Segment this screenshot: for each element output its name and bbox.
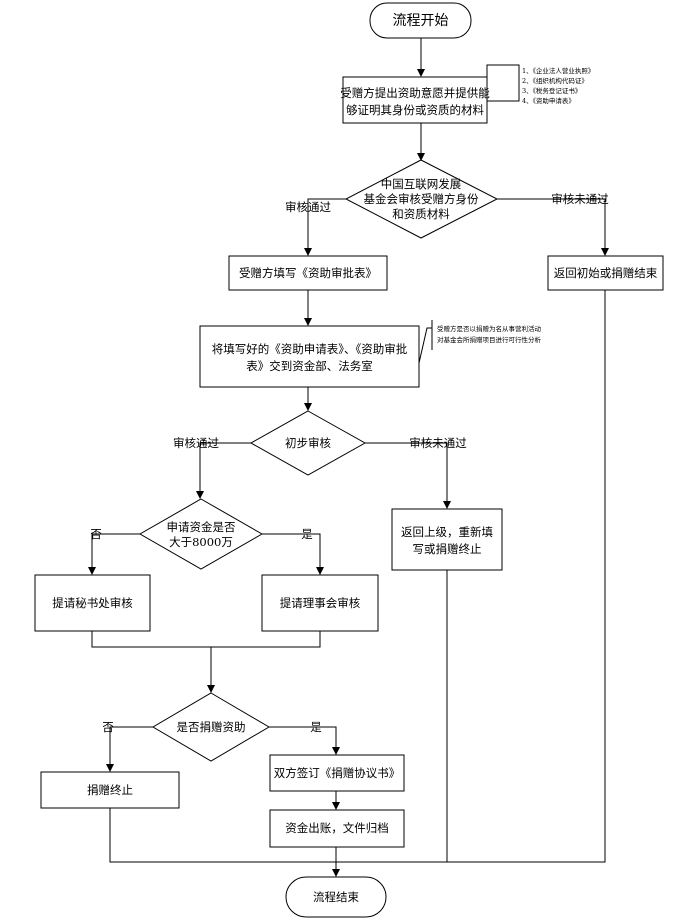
return-superior-label-1: 返回上级，重新填 — [401, 525, 493, 539]
node-start: 流程开始 — [369, 2, 472, 39]
node-terminate: 捐赠终止 — [40, 771, 180, 809]
analysis-note: 受赠方是否以捐赠为名从事营利活动 对基金会所捐赠项目进行可行性分析 — [437, 324, 542, 344]
secretariat-label: 提请秘书处审核 — [52, 596, 133, 610]
review1-label-2: 基金会审核受赠方身份 — [364, 192, 479, 206]
node-sign-agreement: 双方签订《捐赠协议书》 — [269, 754, 405, 792]
council-label: 提请理事会审核 — [280, 596, 361, 610]
node-end: 流程结束 — [285, 876, 387, 918]
materials-item-4: 4、《资助申请表》 — [522, 96, 575, 105]
analysis-note-2: 对基金会所捐赠项目进行可行性分析 — [437, 335, 542, 344]
amount-label-1: 申请资金是否 — [167, 520, 236, 534]
start-label: 流程开始 — [393, 13, 449, 29]
analysis-note-leader — [418, 327, 432, 364]
node-return-superior: 返回上级，重新填 写或捐赠终止 — [391, 508, 503, 571]
materials-note: 1、《企业法人营业执照》 2、《组织机构代码证》 3、《税务登记证书》 4、《资… — [522, 66, 594, 105]
review1-label-3: 和资质材料 — [392, 207, 450, 221]
line-return-initial-to-end — [336, 290, 606, 863]
preliminary-label: 初步审核 — [285, 436, 331, 450]
arrow-review1-pass — [304, 198, 346, 256]
label-review1-fail: 审核未通过 — [551, 192, 609, 206]
donate-label: 是否捐赠资助 — [177, 720, 246, 734]
materials-item-1: 1、《企业法人营业执照》 — [522, 66, 594, 75]
arrow-donate-yes — [269, 726, 340, 755]
node-council: 提请理事会审核 — [261, 574, 379, 632]
submit-label-2: 够证明其身份或资质的材料 — [346, 103, 484, 117]
hand-over-label-1: 将填写好的《资助申请表》、《资助审批 — [212, 342, 408, 356]
arrow-prelim-fail — [365, 442, 451, 509]
materials-item-3: 3、《税务登记证书》 — [522, 86, 581, 95]
analysis-note-1: 受赠方是否以捐赠为名从事营利活动 — [437, 324, 542, 333]
node-secretariat: 提请秘书处审核 — [34, 574, 151, 632]
label-donate-yes: 是 — [310, 720, 322, 734]
node-archive: 资金出账，文件归档 — [269, 809, 405, 848]
materials-note-bracket — [486, 64, 520, 102]
label-prelim-fail: 审核未通过 — [409, 436, 467, 450]
arrow-amount-no — [88, 533, 140, 575]
connectors — [88, 38, 609, 877]
line-terminate-to-end — [109, 808, 336, 863]
label-amount-no: 否 — [90, 527, 102, 541]
merge-review-line — [91, 631, 321, 648]
node-review1-diamond: 中国互联网发展 基金会审核受赠方身份 和资质材料 — [344, 159, 499, 239]
materials-item-2: 2、《组织机构代码证》 — [522, 76, 588, 85]
arrow-review1-fail — [497, 198, 609, 256]
label-amount-yes: 是 — [301, 527, 313, 541]
arrow-prelim-pass — [196, 442, 251, 499]
label-review1-pass: 审核通过 — [285, 200, 331, 214]
hand-over-label-2: 表》交到资金部、法务室 — [246, 359, 373, 373]
node-amount-diamond: 申请资金是否 大于8000万 — [138, 498, 264, 570]
terminate-label: 捐赠终止 — [87, 783, 133, 797]
arrow-amount-yes — [262, 533, 324, 575]
node-preliminary-diamond: 初步审核 — [249, 410, 367, 476]
arrow-donate-no — [106, 726, 153, 772]
return-initial-label: 返回初始或捐赠结束 — [554, 266, 658, 280]
node-return-initial: 返回初始或捐赠结束 — [547, 255, 664, 291]
node-submit-materials: 受赠方提出资助意愿并提供能 够证明其身份或资质的材料 — [340, 76, 490, 124]
node-hand-over: 将填写好的《资助申请表》、《资助审批 表》交到资金部、法务室 — [199, 325, 420, 388]
return-superior-label-2: 写或捐赠终止 — [413, 542, 482, 556]
label-donate-no: 否 — [102, 720, 114, 734]
fill-form-label: 受赠方填写《资助审批表》 — [239, 266, 377, 280]
sign-label: 双方签订《捐赠协议书》 — [274, 766, 401, 780]
node-fill-form: 受赠方填写《资助审批表》 — [228, 255, 388, 291]
submit-label-1: 受赠方提出资助意愿并提供能 — [340, 86, 490, 100]
review1-label-1: 中国互联网发展 — [381, 177, 462, 191]
amount-label-2: 大于8000万 — [169, 535, 233, 549]
end-label: 流程结束 — [313, 890, 359, 904]
archive-label: 资金出账，文件归档 — [285, 821, 389, 835]
node-donate-diamond: 是否捐赠资助 — [152, 692, 270, 762]
label-prelim-pass: 审核通过 — [173, 436, 219, 450]
